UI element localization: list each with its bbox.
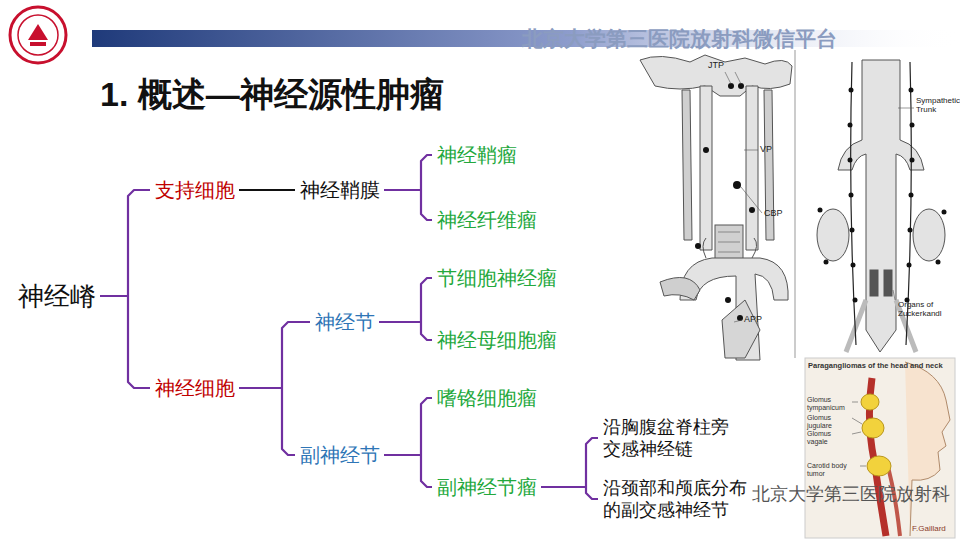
tumor-term: 神经纤维瘤 [437, 208, 537, 233]
node-text: 节细胞神经瘤 [437, 266, 557, 291]
tree-bracket [379, 278, 432, 322]
part-label: JTP [708, 60, 724, 70]
location-note: 沿胸腹盆脊柱旁交感神经链 [603, 416, 738, 461]
tree-bracket [541, 487, 598, 499]
panel-divider [795, 50, 796, 358]
node-text: 神经嵴 [18, 280, 96, 313]
tumor-term: 神经鞘瘤 [437, 143, 517, 168]
category-term: 支持细胞 [155, 178, 235, 203]
watermark: 北京大学第三医院放射科 [752, 484, 950, 505]
node-text: 副神经节 [300, 443, 380, 468]
node-text: 副神经节瘤 [437, 475, 537, 500]
node-text: 支持细胞 [155, 178, 235, 203]
head-neck-picture [805, 358, 955, 538]
part-label: APP [744, 314, 762, 324]
category-term: 神经节 [315, 310, 375, 335]
part-label: Sympathetic Trunk [916, 96, 958, 114]
slide-title: 1. 概述—神经源性肿瘤 [100, 72, 444, 118]
tree-bracket [379, 322, 432, 340]
node-text: 嗜铬细胞瘤 [437, 386, 537, 411]
node-text: 神经鞘瘤 [437, 143, 517, 168]
tumor-term: 神经母细胞瘤 [437, 328, 557, 353]
hospital-logo [10, 7, 66, 63]
part-label: VP [760, 144, 772, 154]
node-text: 神经节 [315, 310, 375, 335]
part-label: CBP [764, 208, 783, 218]
tree-bracket [239, 322, 310, 388]
tree-bracket [100, 296, 150, 388]
node-text: 神经细胞 [155, 376, 235, 401]
category-term: 副神经节 [300, 443, 380, 468]
part-label: Glomus jugulare [807, 414, 852, 430]
sympathetic-ganglia [818, 88, 947, 303]
category-term: 神经细胞 [155, 376, 235, 401]
neck-chest-anatomy [640, 55, 792, 360]
paraganglia-dots [695, 83, 755, 321]
location-note: 沿颈部和颅底分布的副交感神经节 [603, 477, 753, 522]
node-text: 神经母细胞瘤 [437, 328, 557, 353]
figure-title: Paragangliomas of the head and neck [808, 362, 953, 371]
category-term: 神经鞘膜 [300, 178, 380, 203]
node-text: 沿胸腹盆脊柱旁交感神经链 [603, 416, 738, 461]
header-text: 北京大学第三医院放射科微信平台 [522, 27, 837, 51]
tree-bracket [541, 438, 598, 487]
tumor-term: 节细胞神经瘤 [437, 266, 557, 291]
tree-bracket [384, 190, 432, 220]
root-term: 神经嵴 [18, 280, 96, 313]
node-text: 沿颈部和颅底分布的副交感神经节 [603, 477, 753, 522]
tumor-term: 嗜铬细胞瘤 [437, 386, 537, 411]
tree-bracket [100, 190, 150, 296]
part-label: Glomus tympanicum [807, 396, 852, 412]
tree-bracket [384, 398, 432, 455]
tree-bracket [384, 155, 432, 190]
label-leaders [725, 72, 762, 322]
tree-bracket [239, 388, 295, 455]
node-text: 神经纤维瘤 [437, 208, 537, 233]
part-label: Glomus vagale [807, 430, 852, 446]
tumor-term: 副神经节瘤 [437, 475, 537, 500]
tree-bracket [239, 189, 295, 191]
node-text: 神经鞘膜 [300, 178, 380, 203]
author-credit: F.Gaillard [912, 524, 946, 533]
tree-bracket [384, 455, 432, 487]
label-leaders [893, 108, 914, 300]
part-label: Carotid body tumor [807, 462, 859, 478]
part-label: Organs of Zuckerkandl [898, 300, 954, 318]
